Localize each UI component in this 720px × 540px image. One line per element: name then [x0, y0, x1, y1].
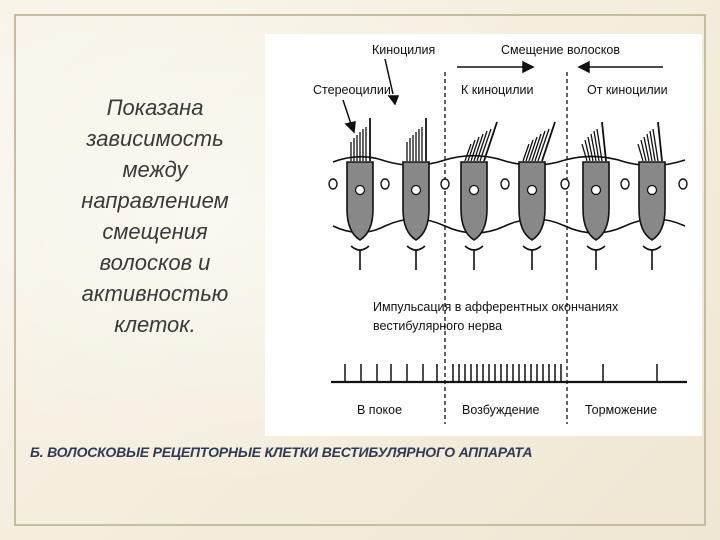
- hair-cell-diagram: Киноцилия Смещение волосков Стереоцилии …: [265, 34, 702, 436]
- hair-cell-4: [519, 122, 555, 270]
- epithelium-top-line: [333, 156, 685, 166]
- label-hair-shift: Смещение волосков: [501, 43, 620, 57]
- label-impulse-line1: Импульсация в афферентных окончаниях: [373, 300, 619, 314]
- arrow-shift-right: [457, 62, 533, 72]
- label-excitation: Возбуждение: [462, 403, 540, 417]
- arrow-to-stereocilia: [343, 100, 355, 132]
- label-inhibition: Торможение: [585, 403, 657, 417]
- arrow-shift-left: [579, 62, 663, 72]
- label-kinocilia: Киноцилия: [372, 43, 435, 57]
- slide-description: Показана зависимость между направлением …: [55, 92, 255, 340]
- label-away-kinocilium: От киноцилии: [587, 83, 668, 97]
- hair-cell-figure: Киноцилия Смещение волосков Стереоцилии …: [265, 34, 702, 436]
- label-impulse-line2: вестибулярного нерва: [373, 319, 502, 333]
- label-stereocilia: Стереоцилии: [313, 83, 391, 97]
- frame-line-bottom: [14, 524, 706, 526]
- hair-cell-6: [638, 122, 665, 270]
- hair-cell-2: [403, 118, 429, 270]
- hair-cell-3: [461, 122, 497, 270]
- supporting-cell-nuclei: [329, 179, 687, 189]
- label-rest: В покое: [357, 403, 402, 417]
- epithelium-bottom-line: [333, 219, 685, 233]
- spike-train: [345, 364, 657, 382]
- hair-cell-1: [347, 118, 373, 270]
- figure-caption: Б. ВОЛОСКОВЫЕ РЕЦЕПТОРНЫЕ КЛЕТКИ ВЕСТИБУ…: [30, 444, 710, 460]
- frame-line-top: [14, 14, 706, 16]
- hair-cell-5: [582, 122, 609, 270]
- arrow-to-kinocilium: [385, 59, 398, 104]
- frame-line-left: [14, 14, 16, 526]
- label-toward-kinocilium: К киноцилии: [461, 83, 533, 97]
